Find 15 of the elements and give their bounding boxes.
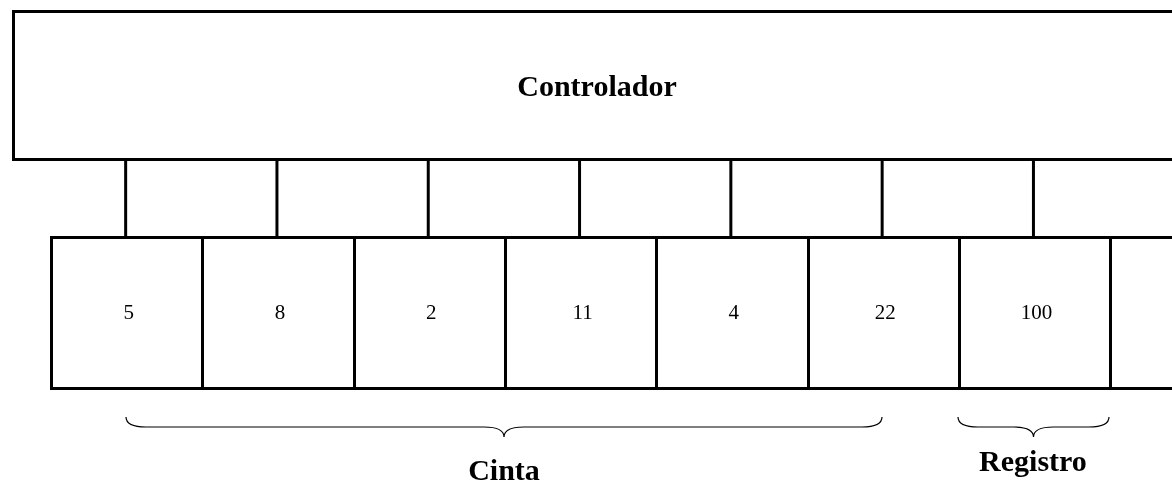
cell-value: 5 bbox=[123, 299, 134, 327]
cell-value: 22 bbox=[874, 299, 896, 327]
brace-label: Registro bbox=[979, 446, 1087, 476]
brace-label: Cinta bbox=[468, 455, 540, 485]
cell-value: 11 bbox=[572, 299, 593, 327]
cell-value: 100 bbox=[1020, 299, 1053, 327]
cell-value: 2 bbox=[426, 299, 437, 327]
controller-box bbox=[12, 10, 1172, 161]
controller-label: Controlador bbox=[517, 68, 677, 104]
cell-value: 4 bbox=[728, 299, 740, 327]
tape-cell bbox=[806, 236, 961, 390]
tape-cell bbox=[352, 236, 507, 390]
tape-cell bbox=[201, 236, 356, 390]
tape-cell bbox=[655, 236, 810, 390]
cell-value: 8 bbox=[274, 299, 286, 327]
